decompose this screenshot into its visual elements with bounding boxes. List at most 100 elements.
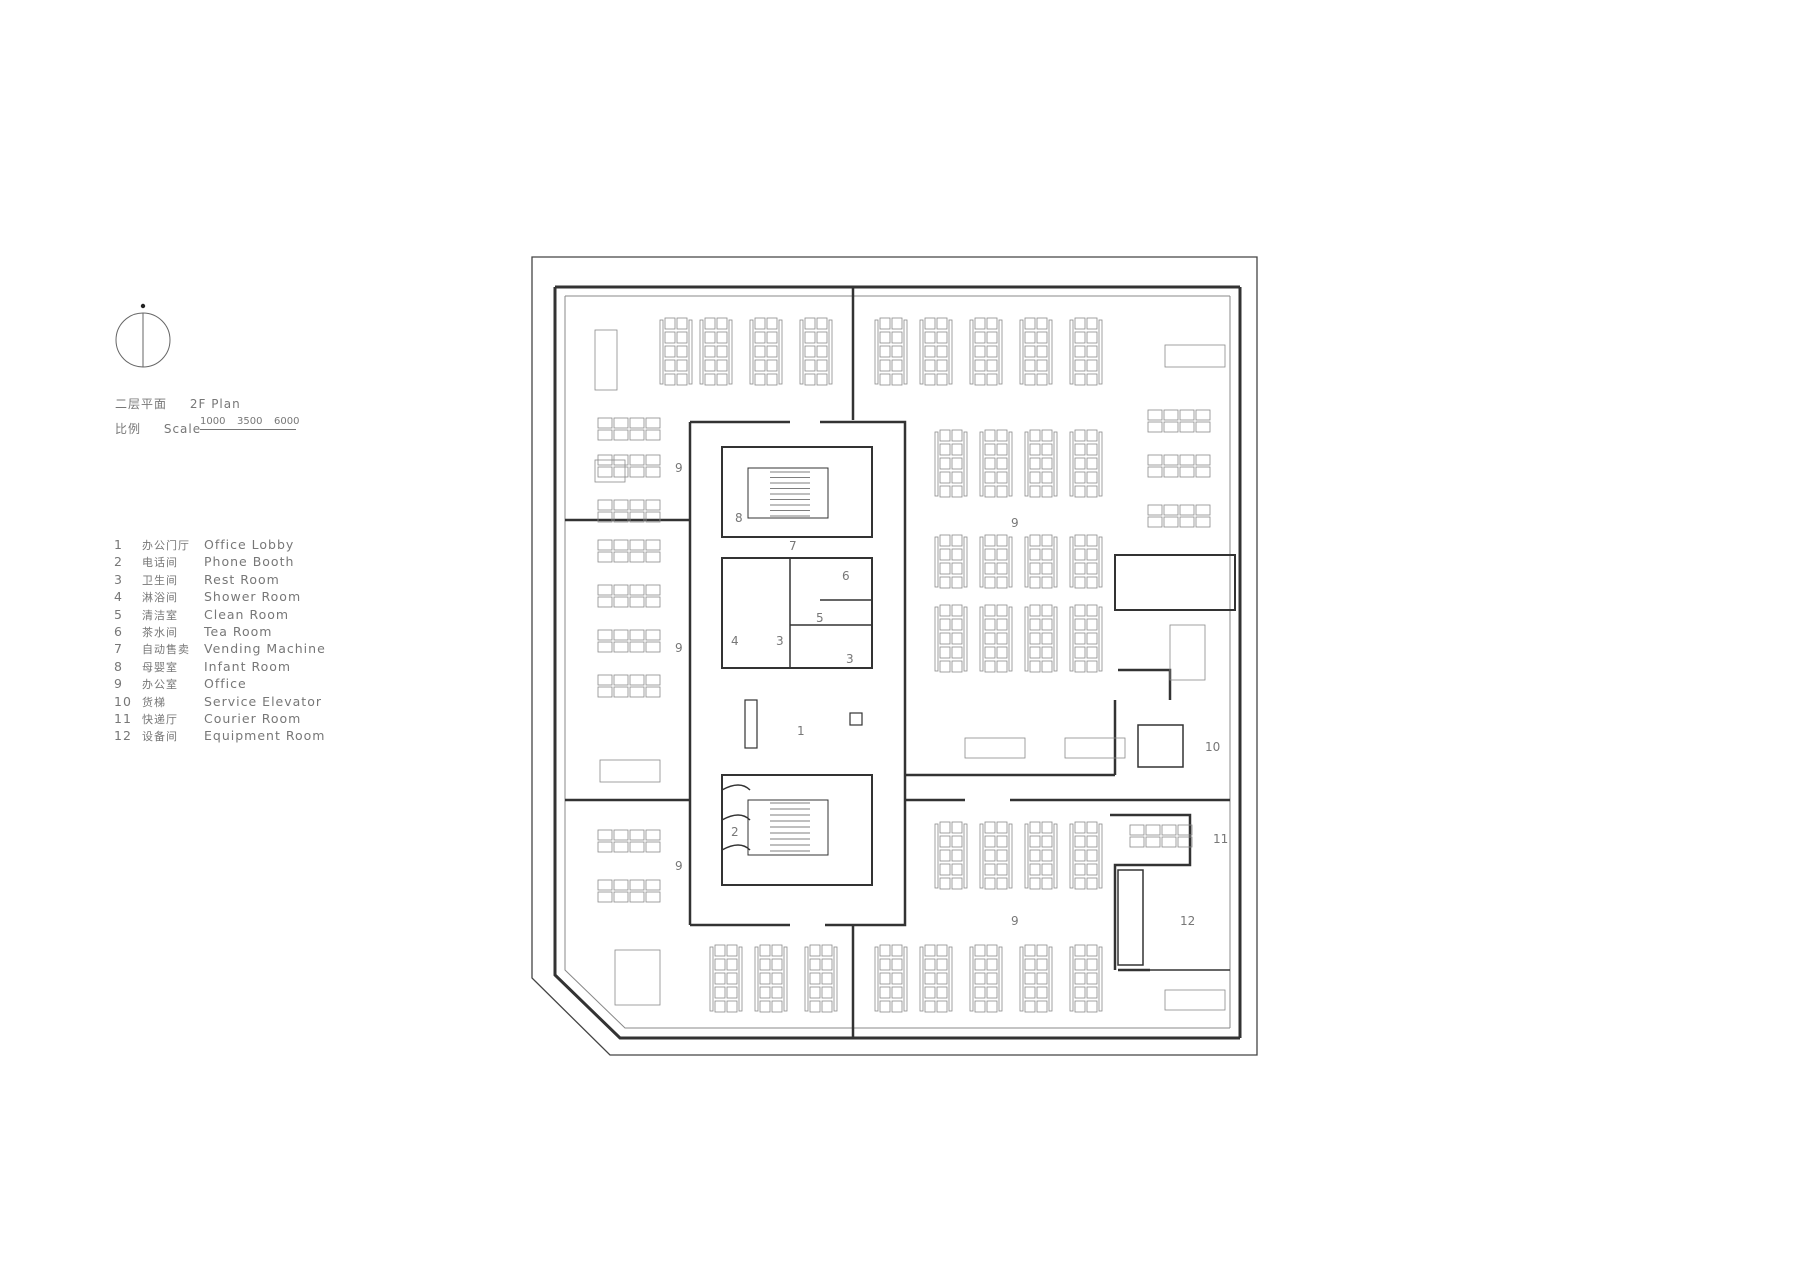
desk	[664, 331, 676, 344]
desk	[1147, 504, 1163, 516]
desk	[996, 576, 1008, 589]
desk	[1041, 562, 1053, 575]
chair-row	[963, 431, 968, 497]
desk	[951, 632, 963, 645]
desk	[1163, 409, 1179, 421]
desk	[754, 359, 766, 372]
desk	[629, 629, 645, 641]
core-rooms	[721, 446, 1184, 966]
chair-row	[1024, 536, 1029, 588]
desk	[1195, 409, 1211, 421]
desk	[1086, 958, 1098, 971]
chair-row	[778, 319, 783, 385]
chair-row	[1053, 823, 1058, 889]
desk	[1041, 457, 1053, 470]
desk	[1086, 359, 1098, 372]
desk	[676, 359, 688, 372]
chair-row	[934, 536, 939, 588]
interior-walls	[565, 287, 1236, 1038]
desk	[1163, 516, 1179, 528]
desk	[754, 345, 766, 358]
desk	[996, 632, 1008, 645]
room-label-10: 10	[1205, 740, 1220, 754]
desk	[613, 466, 629, 478]
chair-row	[828, 319, 833, 385]
desk	[771, 972, 783, 985]
desk	[821, 944, 833, 957]
desk	[939, 646, 951, 659]
desk	[1086, 429, 1098, 442]
desk	[1024, 359, 1036, 372]
desk	[1086, 863, 1098, 876]
desk	[1086, 835, 1098, 848]
desk	[1029, 534, 1041, 547]
desk	[1024, 331, 1036, 344]
desk	[613, 511, 629, 523]
chair-row	[1053, 536, 1058, 588]
desk	[984, 457, 996, 470]
desk	[597, 596, 613, 608]
desk	[1029, 877, 1041, 890]
desk	[974, 986, 986, 999]
desk	[984, 562, 996, 575]
desk	[597, 417, 613, 429]
chair-row	[783, 946, 788, 1012]
desk	[1041, 429, 1053, 442]
room-label-5: 5	[816, 611, 824, 625]
desk	[1086, 986, 1098, 999]
desk	[951, 562, 963, 575]
desk	[809, 1000, 821, 1013]
chair-row	[948, 319, 953, 385]
desk	[1086, 604, 1098, 617]
desk	[645, 596, 661, 608]
desk	[1029, 429, 1041, 442]
desk	[939, 849, 951, 862]
room-label-7: 7	[789, 539, 797, 553]
desk	[1036, 331, 1048, 344]
legend-item-en: Clean Room	[204, 606, 290, 622]
room-label-3b: 3	[846, 652, 854, 666]
desk	[714, 972, 726, 985]
desk	[821, 972, 833, 985]
legend-item-number: 4	[114, 589, 123, 605]
desk	[629, 429, 645, 441]
desk	[1074, 345, 1086, 358]
chair-row	[799, 319, 804, 385]
desk	[629, 641, 645, 653]
desk	[951, 618, 963, 631]
desk	[1029, 646, 1041, 659]
desk	[704, 359, 716, 372]
room-label-9d: 9	[1011, 516, 1019, 530]
desk	[613, 539, 629, 551]
desk	[1086, 1000, 1098, 1013]
desk	[891, 1000, 903, 1013]
chair-row	[1008, 606, 1013, 672]
chair-row	[919, 946, 924, 1012]
desk	[597, 539, 613, 551]
desk	[1074, 660, 1086, 673]
desk	[1036, 345, 1048, 358]
desk	[951, 604, 963, 617]
desk	[939, 471, 951, 484]
desk	[1074, 821, 1086, 834]
desk	[597, 629, 613, 641]
desk	[1086, 331, 1098, 344]
desk	[1179, 409, 1195, 421]
desk	[1086, 821, 1098, 834]
desk	[984, 660, 996, 673]
desk	[1029, 863, 1041, 876]
desk	[1029, 849, 1041, 862]
desk	[821, 1000, 833, 1013]
desk	[1195, 504, 1211, 516]
desk	[1029, 485, 1041, 498]
legend-item-cn: 设备间	[142, 730, 178, 744]
desk	[1074, 359, 1086, 372]
desk	[613, 596, 629, 608]
desk	[1074, 429, 1086, 442]
desk	[629, 596, 645, 608]
desk	[996, 877, 1008, 890]
desk	[629, 879, 645, 891]
desk	[1086, 576, 1098, 589]
